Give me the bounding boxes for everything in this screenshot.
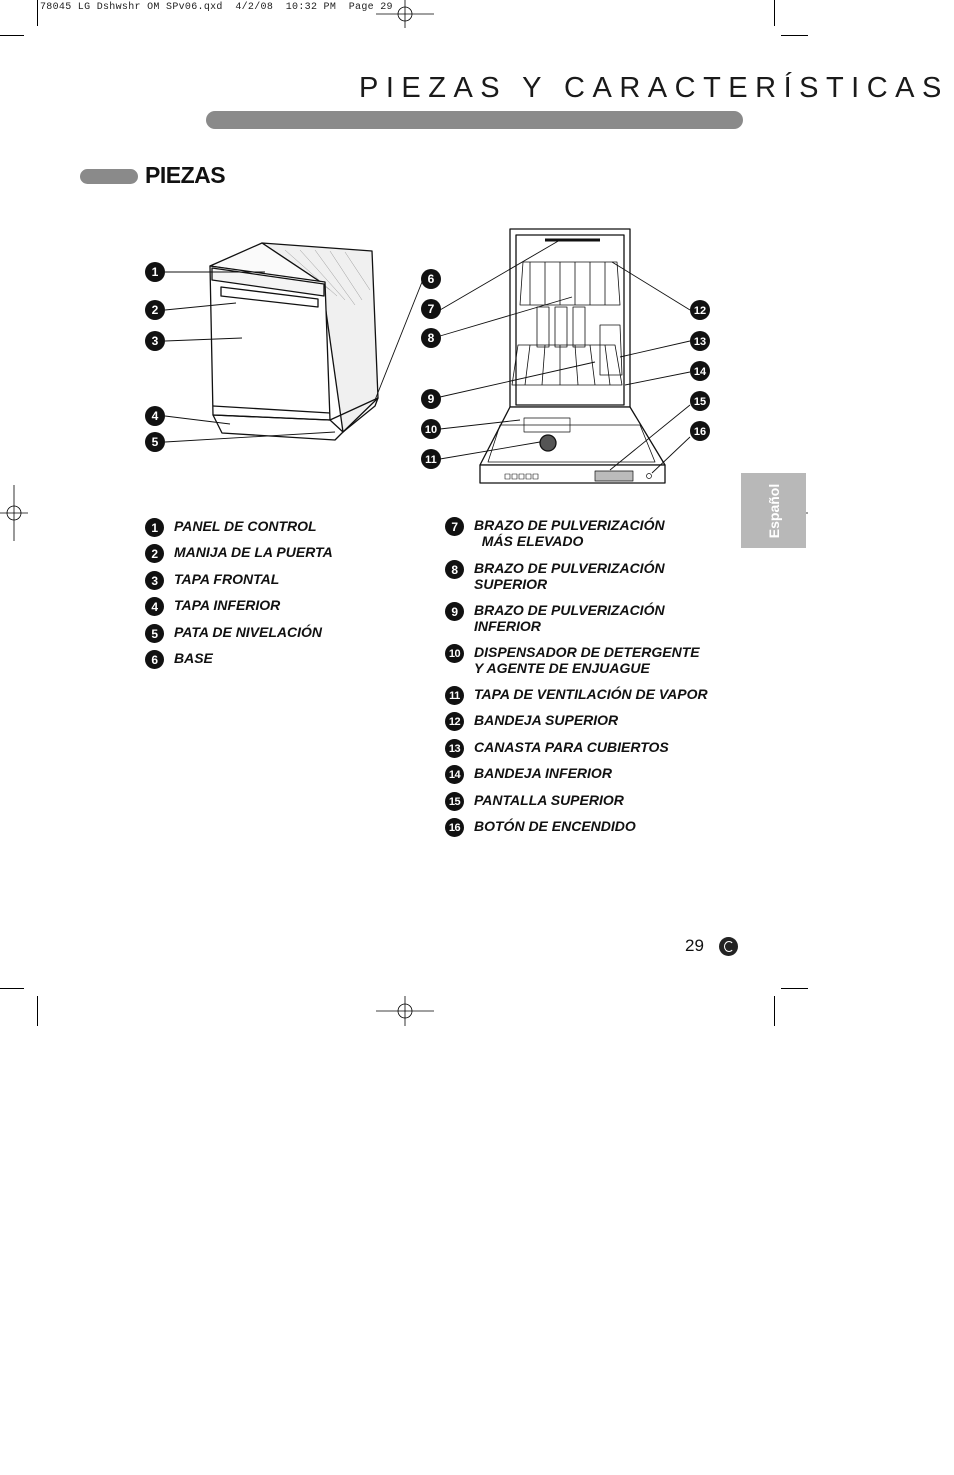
- item-number: 11: [445, 686, 464, 705]
- crop-mark: [774, 0, 775, 26]
- list-item: 10 DISPENSADOR DE DETERGENTE Y AGENTE DE…: [445, 644, 700, 676]
- section-title: PIEZAS: [145, 162, 226, 188]
- title-bar: [206, 111, 743, 129]
- svg-text:13: 13: [694, 336, 706, 348]
- item-number: 8: [445, 560, 464, 579]
- page-title: PIEZAS Y CARACTERÍSTICAS: [359, 72, 949, 104]
- item-label: BRAZO DE PULVERIZACIÓN MÁS ELEVADO: [474, 517, 665, 549]
- item-number: 12: [445, 712, 464, 731]
- item-number: 9: [445, 602, 464, 621]
- item-number: 1: [145, 518, 164, 537]
- lg-logo-icon: [719, 937, 738, 956]
- item-label: BRAZO DE PULVERIZACIÓN INFERIOR: [474, 602, 665, 634]
- item-number: 3: [145, 571, 164, 590]
- item-number: 5: [145, 624, 164, 643]
- crop-mark: [0, 35, 24, 36]
- svg-text:12: 12: [694, 305, 706, 317]
- item-label: BANDEJA SUPERIOR: [474, 712, 619, 728]
- crop-mark: [0, 988, 24, 989]
- list-item: 13 CANASTA PARA CUBIERTOS: [445, 739, 669, 758]
- svg-text:6: 6: [428, 272, 435, 286]
- svg-text:16: 16: [694, 426, 706, 438]
- item-label: PANTALLA SUPERIOR: [474, 792, 624, 808]
- list-item: 6 BASE: [145, 650, 213, 669]
- list-item: 9 BRAZO DE PULVERIZACIÓN INFERIOR: [445, 602, 665, 634]
- item-label: PATA DE NIVELACIÓN: [174, 624, 323, 640]
- svg-text:5: 5: [152, 435, 159, 449]
- svg-text:7: 7: [428, 302, 435, 316]
- list-item: 3 TAPA FRONTAL: [145, 571, 279, 590]
- svg-text:14: 14: [694, 366, 707, 378]
- slug-line: 78045 LG Dshwshr OM SPv06.qxd 4/2/08 10:…: [40, 2, 393, 13]
- item-label: BASE: [174, 650, 213, 666]
- crop-mark: [774, 996, 775, 1026]
- svg-text:3: 3: [152, 334, 159, 348]
- language-tab: Español: [741, 473, 806, 548]
- section-pill: [80, 169, 138, 184]
- item-label: BANDEJA INFERIOR: [474, 765, 612, 781]
- crop-mark: [781, 35, 808, 36]
- svg-text:15: 15: [694, 396, 706, 408]
- crop-mark: [37, 0, 38, 26]
- item-label: TAPA INFERIOR: [174, 597, 281, 613]
- svg-text:10: 10: [425, 424, 437, 436]
- item-number: 15: [445, 792, 464, 811]
- item-number: 4: [145, 597, 164, 616]
- crop-mark: [37, 996, 38, 1026]
- list-item: 11 TAPA DE VENTILACIÓN DE VAPOR: [445, 686, 708, 705]
- list-item: 5 PATA DE NIVELACIÓN: [145, 624, 322, 643]
- item-number: 13: [445, 739, 464, 758]
- item-label: DISPENSADOR DE DETERGENTE Y AGENTE DE EN…: [474, 644, 700, 676]
- svg-text:9: 9: [428, 392, 435, 406]
- item-number: 2: [145, 544, 164, 563]
- list-item: 12 BANDEJA SUPERIOR: [445, 712, 618, 731]
- item-number: 7: [445, 517, 464, 536]
- item-label: MANIJA DE LA PUERTA: [174, 544, 333, 560]
- list-item: 1 PANEL DE CONTROL: [145, 518, 317, 537]
- crop-mark: [781, 988, 808, 989]
- list-item: 4 TAPA INFERIOR: [145, 597, 280, 616]
- item-label: TAPA FRONTAL: [174, 571, 280, 587]
- page-number: 29: [685, 936, 704, 955]
- list-item: 15 PANTALLA SUPERIOR: [445, 792, 624, 811]
- list-item: 7 BRAZO DE PULVERIZACIÓN MÁS ELEVADO: [445, 517, 665, 549]
- item-label: PANEL DE CONTROL: [174, 518, 317, 534]
- item-label: CANASTA PARA CUBIERTOS: [474, 739, 669, 755]
- list-item: 14 BANDEJA INFERIOR: [445, 765, 612, 784]
- list-item: 8 BRAZO DE PULVERIZACIÓN SUPERIOR: [445, 560, 665, 592]
- item-label: BRAZO DE PULVERIZACIÓN SUPERIOR: [474, 560, 665, 592]
- item-label: BOTÓN DE ENCENDIDO: [474, 818, 636, 834]
- svg-text:4: 4: [152, 409, 159, 423]
- list-item: 16 BOTÓN DE ENCENDIDO: [445, 818, 636, 837]
- callout-markers: 1 2 3 4 5 6 7 8 9 10 11 12 13 14 15 16: [145, 262, 710, 469]
- item-label: TAPA DE VENTILACIÓN DE VAPOR: [474, 686, 708, 702]
- list-item: 2 MANIJA DE LA PUERTA: [145, 544, 333, 563]
- svg-text:1: 1: [152, 265, 159, 279]
- item-number: 6: [145, 650, 164, 669]
- svg-text:2: 2: [152, 303, 159, 317]
- svg-text:8: 8: [428, 331, 435, 345]
- svg-text:11: 11: [425, 454, 437, 466]
- item-number: 14: [445, 765, 464, 784]
- item-number: 10: [445, 644, 464, 663]
- item-number: 16: [445, 818, 464, 837]
